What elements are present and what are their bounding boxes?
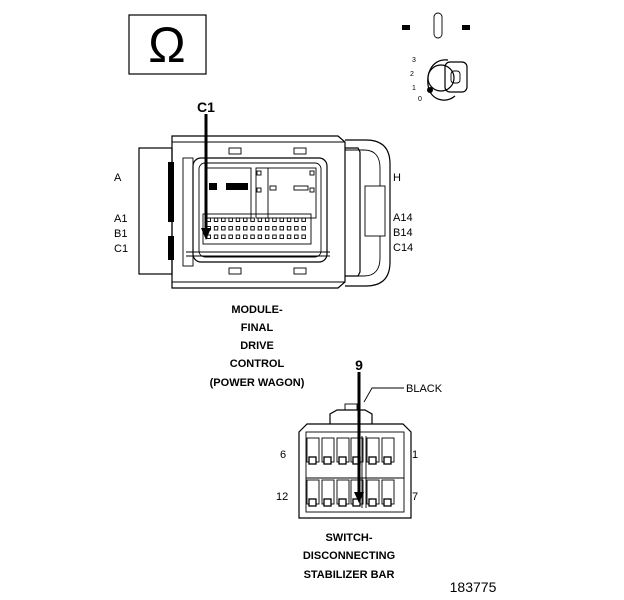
switch-caption-line-1: SWITCH- [325,532,372,544]
module-pin-cavity [213,226,219,231]
module-pin-cavity [286,234,292,239]
switch-caption: SWITCH- DISCONNECTING STABILIZER BAR [303,532,395,581]
module-pin-field [206,217,306,239]
module-pin-cavity [257,226,263,231]
module-pin-cavity [221,226,226,231]
module-pin-cavity [286,226,292,231]
module-label-b14: B14 [393,227,413,239]
module-pin-cavity [279,234,284,239]
module-pin-cavity [301,226,306,231]
switch-terminal [308,498,317,507]
switch-terminal [368,456,377,465]
module-caption-line-2: FINAL [241,322,274,334]
module-pin-cavity [264,234,270,239]
switch-terminal [323,498,332,507]
module-pin-cavity [257,217,263,222]
module-pin-cavity [243,217,248,222]
switch-terminal [383,498,392,507]
module-pin-cavity [213,217,219,222]
module-label-a: A [114,172,122,184]
ohmmeter-symbol: Ω [128,14,207,75]
module-pin-cavity [250,217,255,222]
module-pin-cavity [221,234,226,239]
module-caption-line-1: MODULE- [231,304,283,316]
module-pin-cavity [228,226,233,231]
switch-terminal [323,456,332,465]
module-pin-cavity [279,226,284,231]
module-pin-cavity [243,226,248,231]
switch-terminal [383,456,392,465]
module-pin-cavity [294,217,299,222]
switch-terminal [308,456,317,465]
module-pin-cavity [243,234,248,239]
module-callout-c1: C1 [197,99,215,115]
switch-terminal [352,498,361,507]
module-pin-cavity [272,226,277,231]
module-pin-cavity [286,217,292,222]
module-label-a14: A14 [393,212,413,224]
module-label-h: H [393,172,401,184]
switch-caption-line-2: DISCONNECTING [303,550,395,562]
switch-pin-1: 1 [412,449,418,461]
ignition-position-0: 0 [418,96,422,103]
module-pin-cavity [294,226,299,231]
module-pin-cavity [264,226,270,231]
switch-pin-7: 7 [412,491,418,503]
module-label-a1: A1 [114,213,127,225]
module-pin-cavity [250,226,255,231]
module-pin-cavity [206,217,211,222]
module-pin-cavity [228,217,233,222]
module-label-c1: C1 [114,243,128,255]
switch-terminal [368,498,377,507]
switch-terminal [338,498,347,507]
ignition-position-1: 1 [412,85,416,92]
switch-caption-line-3: STABILIZER BAR [304,569,395,581]
module-pin-cavity [250,234,255,239]
module-pin-cavity [301,234,306,239]
module-pin-cavity [235,226,241,231]
switch-pin-6: 6 [280,449,286,461]
module-caption: MODULE- FINAL DRIVE CONTROL (POWER WAGON… [210,304,305,389]
switch-connector [298,372,412,519]
switch-pin-12: 12 [276,491,288,503]
ignition-position-3: 3 [412,57,416,64]
module-pin-cavity [301,217,306,222]
module-pin-cavity [213,234,219,239]
module-label-c14: C14 [393,242,413,254]
module-pin-cavity [264,217,270,222]
module-pin-cavity [294,234,299,239]
module-caption-line-4: CONTROL [230,358,285,370]
module-pin-cavity [221,217,226,222]
module-caption-line-5: (POWER WAGON) [210,377,305,389]
module-pin-cavity [228,234,233,239]
ignition-switch-icon: 3 2 1 0 [402,12,470,103]
module-label-b1: B1 [114,228,127,240]
figure-number: 183775 [450,579,497,595]
ohm-icon: Ω [148,17,185,73]
module-pin-cavity [257,234,263,239]
module-pin-cavity [235,234,241,239]
module-connector [138,114,391,289]
switch-terminal-grid [306,437,395,507]
switch-callout-9: 9 [355,357,363,373]
module-pin-cavity [235,217,241,222]
module-pin-cavity [272,234,277,239]
module-pin-cavity [272,217,277,222]
ignition-position-2: 2 [410,71,414,78]
module-caption-line-3: DRIVE [240,340,274,352]
switch-wire-color: BLACK [406,383,443,395]
module-pin-cavity [279,217,284,222]
switch-terminal [338,456,347,465]
